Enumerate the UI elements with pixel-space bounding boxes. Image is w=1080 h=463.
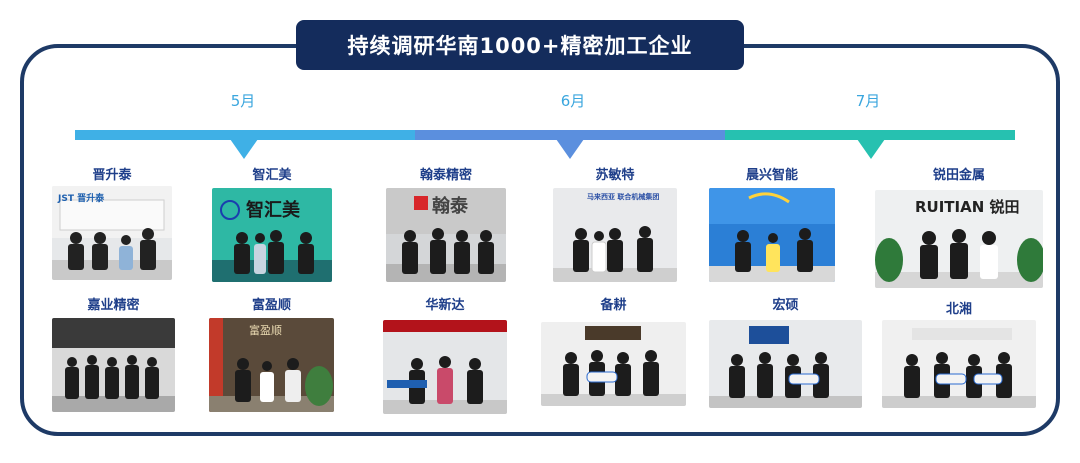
company-card: 嘉业精密 bbox=[52, 294, 175, 412]
company-card: 锐田金属 RUITIAN 锐田 bbox=[875, 164, 1043, 288]
company-name: 锐田金属 bbox=[932, 168, 985, 183]
sign-text: 马来西亚 联合机械集团 bbox=[587, 193, 660, 201]
sign-text: RUITIAN 锐田 bbox=[915, 198, 1020, 216]
company-card: 翰泰精密 翰泰 bbox=[386, 164, 506, 282]
company-photo bbox=[709, 188, 835, 282]
company-photo: 翰泰 bbox=[386, 188, 506, 282]
timeline-segment-may bbox=[75, 130, 415, 140]
company-card: 备耕 bbox=[541, 294, 686, 410]
timeline-pointer-july bbox=[857, 139, 885, 159]
timeline-segment-june bbox=[415, 130, 725, 140]
company-name: 苏敏特 bbox=[595, 168, 635, 183]
company-photo bbox=[882, 320, 1036, 408]
page-title: 持续调研华南1000+精密加工企业 bbox=[296, 20, 744, 70]
company-card: 富盈顺 富盈顺 bbox=[209, 294, 334, 412]
company-photo bbox=[709, 320, 862, 408]
company-card: 北湘 bbox=[882, 294, 1036, 410]
company-photo bbox=[383, 320, 507, 414]
company-photo: JST 晋升泰 bbox=[52, 186, 172, 280]
company-photo: 马来西亚 联合机械集团 bbox=[553, 188, 677, 282]
month-label-july: 7月 bbox=[855, 92, 881, 110]
company-card: 华新达 bbox=[383, 294, 507, 418]
company-name: 宏硕 bbox=[772, 298, 799, 313]
month-label-may: 5月 bbox=[230, 92, 256, 110]
timeline-pointer-may bbox=[230, 139, 258, 159]
company-name: 华新达 bbox=[425, 298, 465, 313]
company-card: 晨兴智能 bbox=[709, 164, 835, 282]
company-card: 晋升泰 JST 晋升泰 bbox=[52, 164, 172, 280]
company-name: 备耕 bbox=[600, 298, 627, 313]
company-name: 晋升泰 bbox=[92, 168, 132, 183]
company-name: 北湘 bbox=[945, 302, 972, 317]
company-card: 苏敏特 马来西亚 联合机械集团 bbox=[553, 164, 677, 282]
company-photo bbox=[52, 318, 175, 412]
sign-text: JST 晋升泰 bbox=[58, 194, 105, 204]
timeline-pointer-june bbox=[556, 139, 584, 159]
company-name: 嘉业精密 bbox=[87, 298, 140, 313]
company-card: 智汇美 智汇美 bbox=[212, 164, 332, 282]
sign-text: 翰泰 bbox=[432, 196, 468, 217]
company-name: 晨兴智能 bbox=[745, 168, 798, 183]
sign-text: 富盈顺 bbox=[249, 324, 282, 337]
company-name: 智汇美 bbox=[252, 168, 292, 183]
company-photo: 智汇美 bbox=[212, 188, 332, 282]
company-name: 翰泰精密 bbox=[419, 168, 472, 183]
company-card: 宏硕 bbox=[709, 294, 862, 410]
timeline bbox=[75, 130, 1015, 140]
sign-text: 智汇美 bbox=[246, 200, 300, 221]
company-name: 富盈顺 bbox=[251, 298, 291, 313]
company-photo: RUITIAN 锐田 bbox=[875, 190, 1043, 288]
company-photo: 富盈顺 bbox=[209, 318, 334, 412]
month-label-june: 6月 bbox=[560, 92, 586, 110]
timeline-segment-july bbox=[725, 130, 1015, 140]
company-photo bbox=[541, 322, 686, 406]
